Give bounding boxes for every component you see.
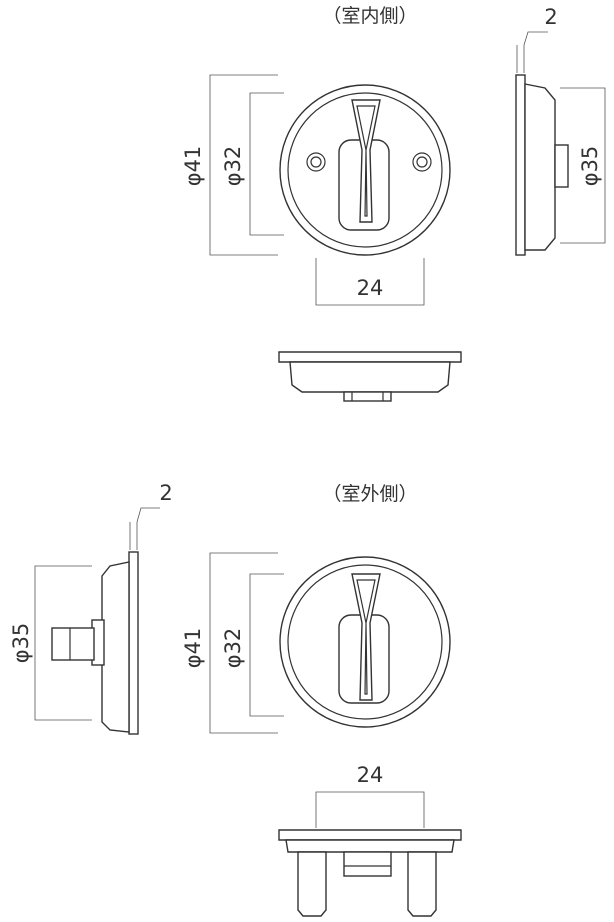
indoor-side-dimensions bbox=[516, 31, 606, 244]
outdoor-side-dimensions bbox=[34, 507, 160, 721]
indoor-side-dia-label: φ35 bbox=[578, 146, 602, 187]
indoor-bottom-view bbox=[278, 351, 462, 402]
indoor-inner-dia-label: φ32 bbox=[221, 146, 245, 187]
outdoor-title: （室外側） bbox=[322, 483, 417, 505]
outdoor-thickness-label: 2 bbox=[159, 481, 172, 505]
indoor-title: （室内側） bbox=[322, 5, 417, 27]
indoor-front-view bbox=[279, 84, 451, 256]
outdoor-front-view bbox=[279, 556, 451, 728]
indoor-thickness-label: 2 bbox=[544, 5, 557, 29]
indoor-outer-dia-label: φ41 bbox=[181, 146, 205, 187]
outdoor-bottom-view bbox=[278, 791, 462, 917]
indoor-width-label: 24 bbox=[357, 276, 384, 300]
indoor-side-view bbox=[515, 74, 569, 256]
outdoor-front-dimensions bbox=[209, 552, 284, 734]
indoor-front-dimensions bbox=[209, 74, 425, 306]
outdoor-width-label: 24 bbox=[357, 763, 384, 787]
outdoor-side-view bbox=[51, 551, 139, 735]
outdoor-inner-dia-label: φ32 bbox=[221, 628, 245, 669]
outdoor-outer-dia-label: φ41 bbox=[181, 628, 205, 669]
outdoor-side-dia-label: φ35 bbox=[9, 623, 33, 664]
